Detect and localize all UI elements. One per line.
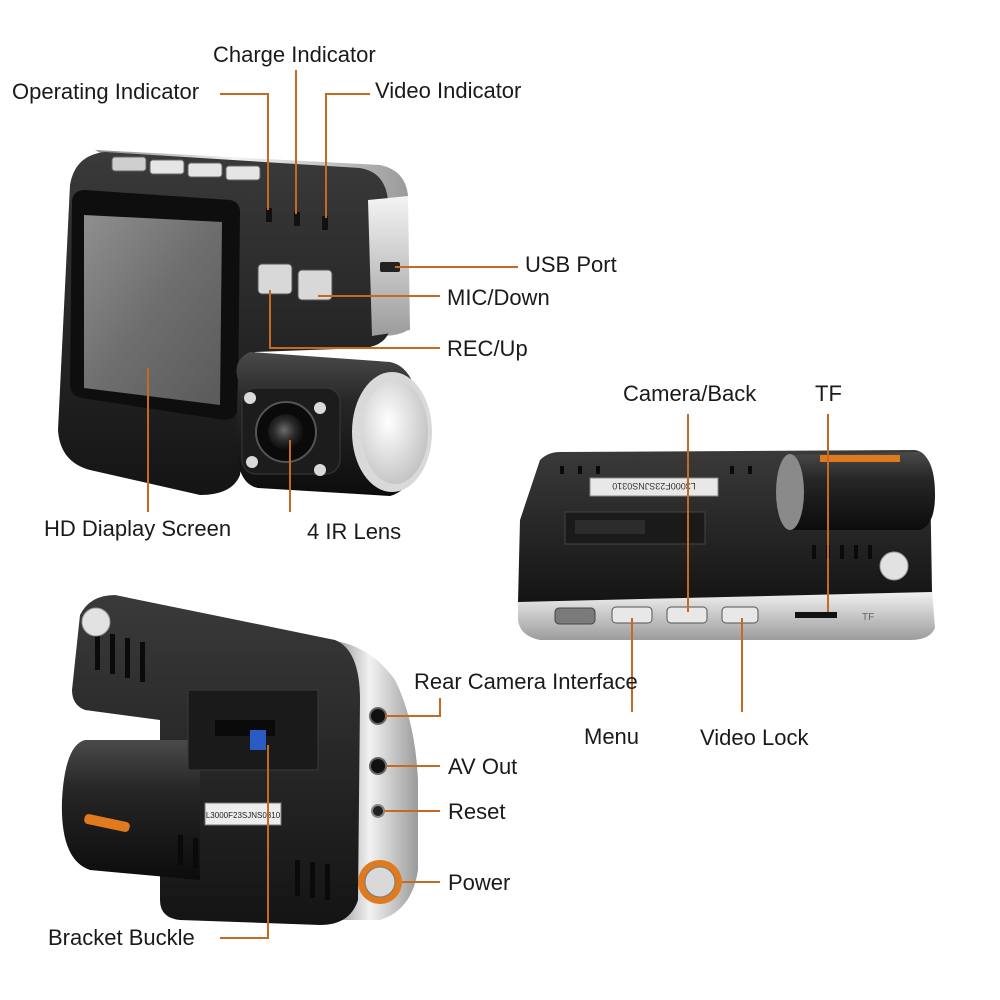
side-view-serial-text: L3000F23SJNS0310 <box>206 811 281 820</box>
top-view-serial-text: L3000F23SJNS0310 <box>612 481 696 491</box>
hd-display-screen-label: HD Diaplay Screen <box>44 516 232 541</box>
menu-label: Menu <box>584 724 640 749</box>
bracket-buckle-label: Bracket Buckle <box>48 925 195 950</box>
video-lock-label: Video Lock <box>700 725 809 750</box>
ir-lens-label: 4 IR Lens <box>307 519 402 544</box>
tf-slot-mark: TF <box>862 612 874 623</box>
video-indicator-label: Video Indicator <box>375 78 522 103</box>
usb-port-label: USB Port <box>525 252 617 277</box>
side-view-device: L3000F23SJNS0310 <box>61 595 418 925</box>
reset-label: Reset <box>448 799 506 824</box>
av-out-label: AV Out <box>448 754 518 779</box>
operating-indicator-label: Operating Indicator <box>12 79 200 104</box>
rear-camera-interface-label: Rear Camera Interface <box>414 669 638 694</box>
camera-back-label: Camera/Back <box>623 381 757 406</box>
charge-indicator-label: Charge Indicator <box>213 42 376 67</box>
power-label: Power <box>448 870 511 895</box>
front-view-device <box>58 150 432 496</box>
leader-lines <box>147 70 829 939</box>
mic-down-label: MIC/Down <box>447 285 550 310</box>
tf-label: TF <box>815 381 842 406</box>
rec-up-label: REC/Up <box>447 336 528 361</box>
top-view-device: L3000F23SJNS0310 TF <box>518 450 935 640</box>
